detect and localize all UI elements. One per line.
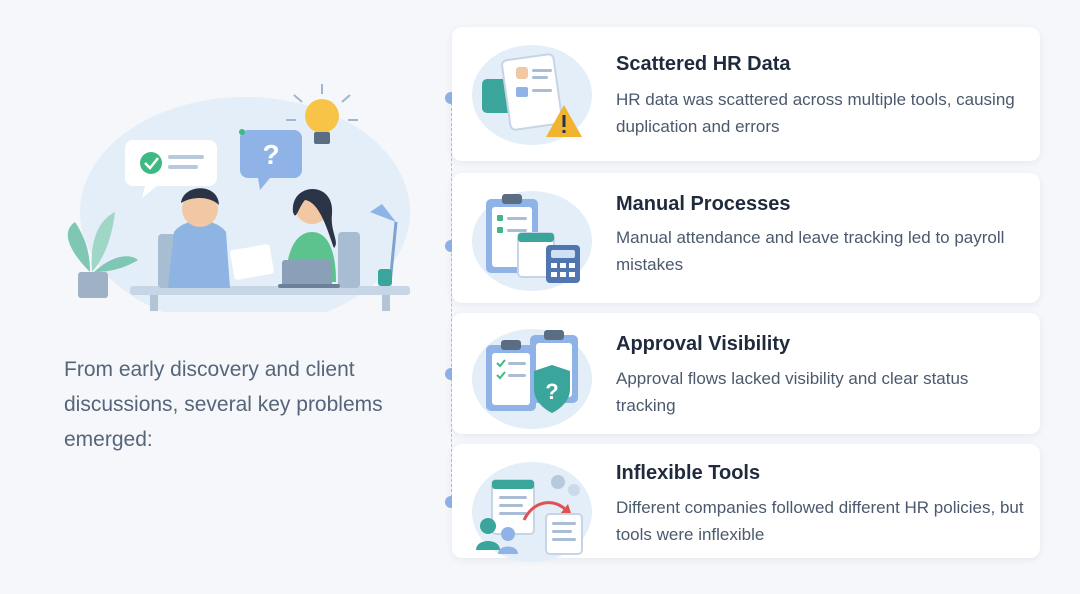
problem-card-inflexible-tools: Inflexible Tools Different companies fol… <box>452 444 1040 562</box>
check-chat-bubble-icon <box>125 140 217 198</box>
svg-text:?: ? <box>262 139 279 170</box>
question-chat-bubble-icon: ? <box>240 130 302 190</box>
man-person <box>158 188 230 288</box>
approval-shield-icon: ? <box>472 329 592 429</box>
problem-title: Manual Processes <box>616 193 791 215</box>
problem-title: Approval Visibility <box>616 333 791 355</box>
problem-card-manual-processes: Manual Processes Manual attendance and l… <box>452 173 1040 303</box>
intro-text: From early discovery and client discussi… <box>64 358 383 451</box>
mug-icon <box>378 269 392 286</box>
problem-description: Approval flows lacked visibility and cle… <box>616 369 969 415</box>
timeline-line <box>451 98 452 502</box>
problem-card-scattered-hr-data: Scattered HR Data HR data was scattered … <box>452 27 1040 161</box>
policy-flow-icon <box>472 462 592 562</box>
laptop-icon <box>278 260 340 288</box>
clipboard-calculator-icon <box>472 191 592 291</box>
svg-text:?: ? <box>545 379 558 404</box>
discussion-illustration: ? <box>67 84 410 312</box>
problem-title: Inflexible Tools <box>616 462 761 484</box>
problem-description: HR data was scattered across multiple to… <box>616 90 1015 136</box>
problem-description: Manual attendance and leave tracking led… <box>616 228 1005 274</box>
plant-icon <box>67 212 138 298</box>
problem-card-approval-visibility: ? Approval Visibility Approval flows lac… <box>452 313 1040 434</box>
puzzle-warning-icon <box>472 45 592 145</box>
light-bulb-icon <box>286 84 358 144</box>
problem-description: Different companies followed different H… <box>616 498 1024 544</box>
problem-title: Scattered HR Data <box>616 53 791 75</box>
